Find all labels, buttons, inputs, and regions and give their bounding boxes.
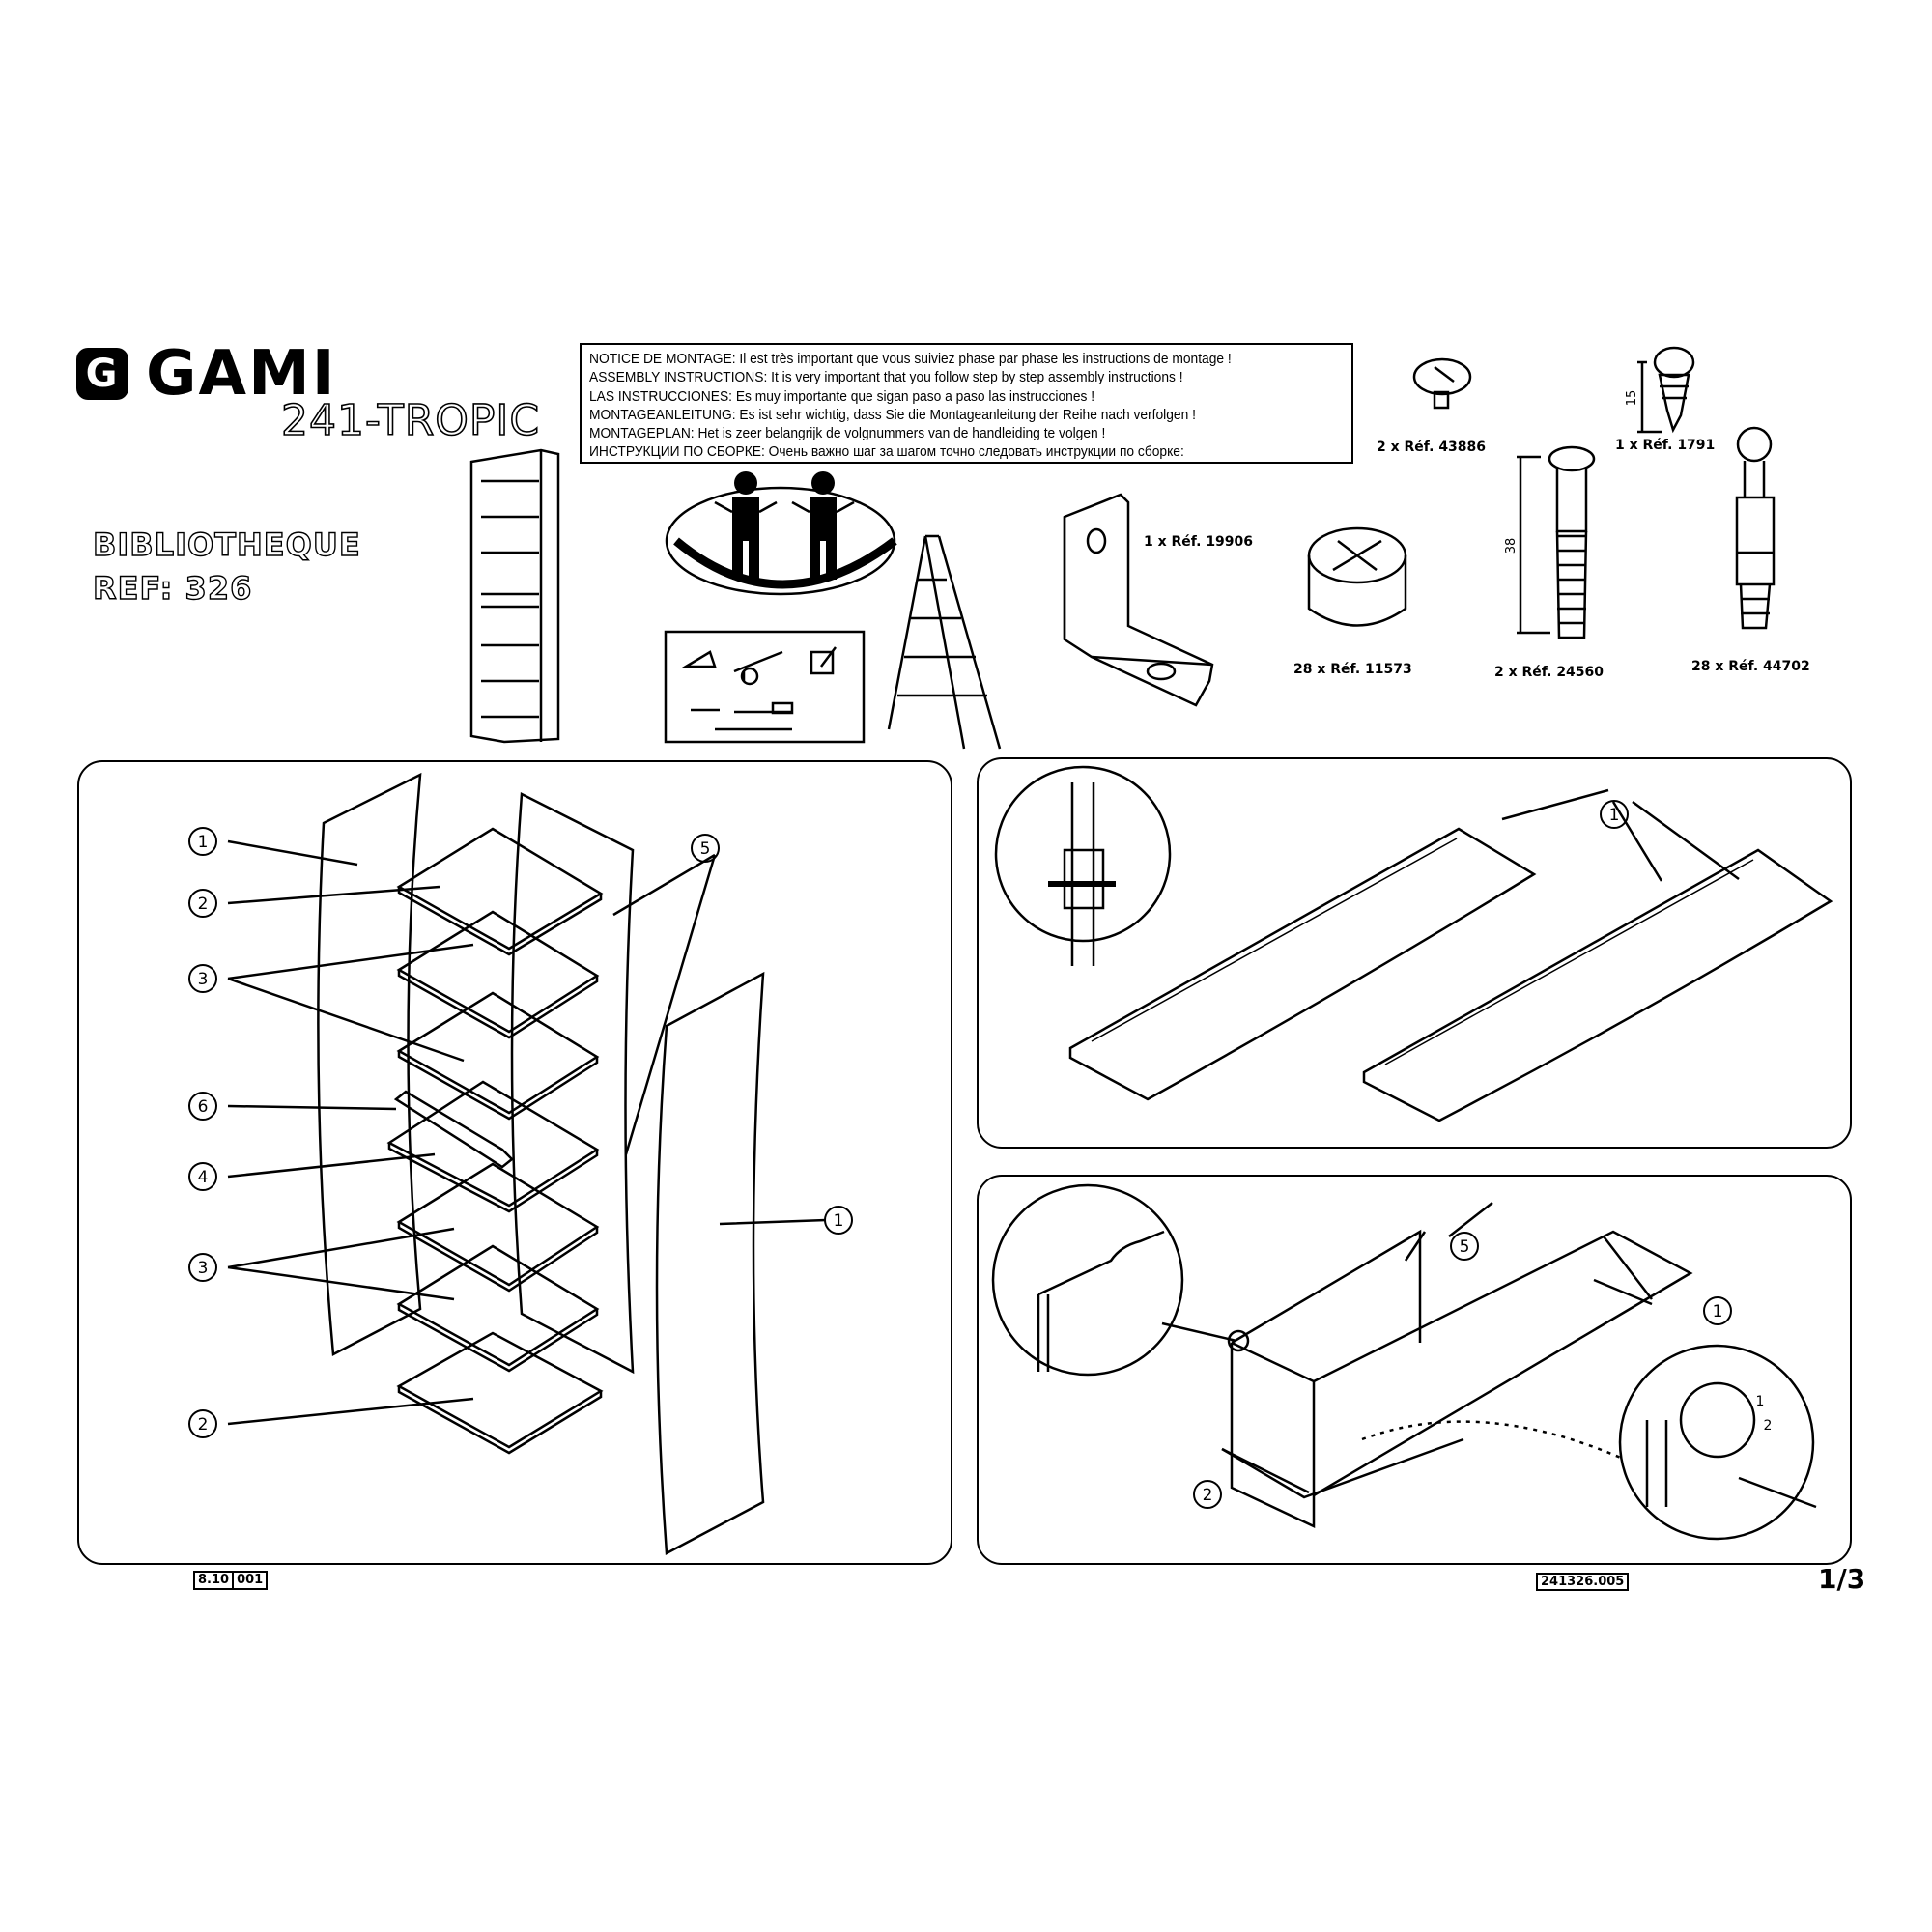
bookcase-thumbnail (469, 448, 560, 744)
footer-code-date: 8.10 (193, 1571, 235, 1590)
brand-name: GAMI (146, 338, 337, 410)
brand-logo: G GAMI (76, 338, 337, 410)
dimension-15: 15 (1625, 390, 1639, 407)
hardware-label-43886: 2 x Réf. 43886 (1377, 440, 1487, 455)
footer-code-right: 241326.005 (1536, 1571, 1630, 1591)
footer-code-left: 8.10 001 (193, 1571, 269, 1590)
hardware-label-44702: 28 x Réf. 44702 (1691, 659, 1810, 674)
two-persons-icon (665, 471, 897, 596)
callout-1: 1 (834, 1211, 844, 1231)
step-number-1: 1 (1756, 1394, 1765, 1409)
ladder-icon (887, 534, 1002, 750)
cap-icon (1412, 357, 1472, 410)
product-name: BIBLIOTHEQUE (92, 526, 361, 563)
cam-lock-icon (1307, 526, 1407, 627)
step-panel-cam-bolts (977, 757, 1852, 1149)
wood-screw-icon (1637, 346, 1695, 434)
notice-line-en: ASSEMBLY INSTRUCTIONS: It is very import… (589, 369, 1183, 386)
notice-line-nl: MONTAGEPLAN: Het is zeer belangrijk de v… (589, 425, 1106, 442)
hardware-label-19906: 1 x Réf. 19906 (1144, 534, 1254, 550)
footer-code-number: 001 (234, 1571, 269, 1590)
callout-5: 5 (1460, 1237, 1470, 1257)
tools-required-icon (664, 630, 866, 744)
cam-bolt-insertion-view (994, 765, 1833, 1122)
document-code: 241326.005 (1536, 1573, 1630, 1591)
side-panel-assembly-view (991, 1183, 1817, 1541)
hardware-label-1791: 1 x Réf. 1791 (1615, 438, 1716, 453)
hardware-label-11573: 28 x Réf. 11573 (1293, 662, 1412, 677)
page-number: 1/3 (1818, 1563, 1866, 1595)
callout-2: 2 (1203, 1486, 1213, 1505)
product-reference: REF: 326 (92, 569, 253, 607)
hardware-label-24560: 2 x Réf. 24560 (1494, 665, 1605, 680)
cam-bolt-icon (1735, 426, 1776, 630)
dimension-38: 38 (1504, 538, 1519, 554)
callout-2: 2 (198, 1415, 209, 1435)
step-number-2: 2 (1764, 1418, 1773, 1434)
callout-circles (188, 800, 1732, 1509)
model-name: 241-TROPIC (280, 395, 541, 446)
callout-1: 1 (1713, 1302, 1723, 1321)
step-panel-exploded-view (77, 760, 952, 1565)
notice-line-fr: NOTICE DE MONTAGE: Il est très important… (589, 351, 1232, 367)
callout-3: 3 (198, 1259, 209, 1278)
notice-line-es: LAS INSTRUCCIONES: Es muy importante que… (589, 387, 1095, 405)
callout-4: 4 (198, 1168, 209, 1187)
notice-line-ru: ИНСТРУКЦИИ ПО СБОРКЕ: Очень важно шаг за… (589, 443, 1184, 461)
notice-line-de: MONTAGEANLEITUNG: Es ist sehr wichtig, d… (589, 406, 1196, 423)
logo-mark: G (76, 348, 128, 400)
angle-bracket-icon (1063, 493, 1214, 707)
callout-6: 6 (198, 1097, 209, 1117)
callout-1: 1 (198, 833, 209, 852)
step-panel-assembly (977, 1175, 1852, 1565)
callout-5: 5 (700, 839, 711, 859)
exploded-bookcase-view (227, 772, 827, 1556)
assembly-notice: NOTICE DE MONTAGE: Il est très important… (580, 343, 1353, 464)
callout-3: 3 (198, 970, 209, 989)
callout-2: 2 (198, 895, 209, 914)
callout-1: 1 (1609, 806, 1620, 825)
screw-icon (1517, 445, 1596, 639)
